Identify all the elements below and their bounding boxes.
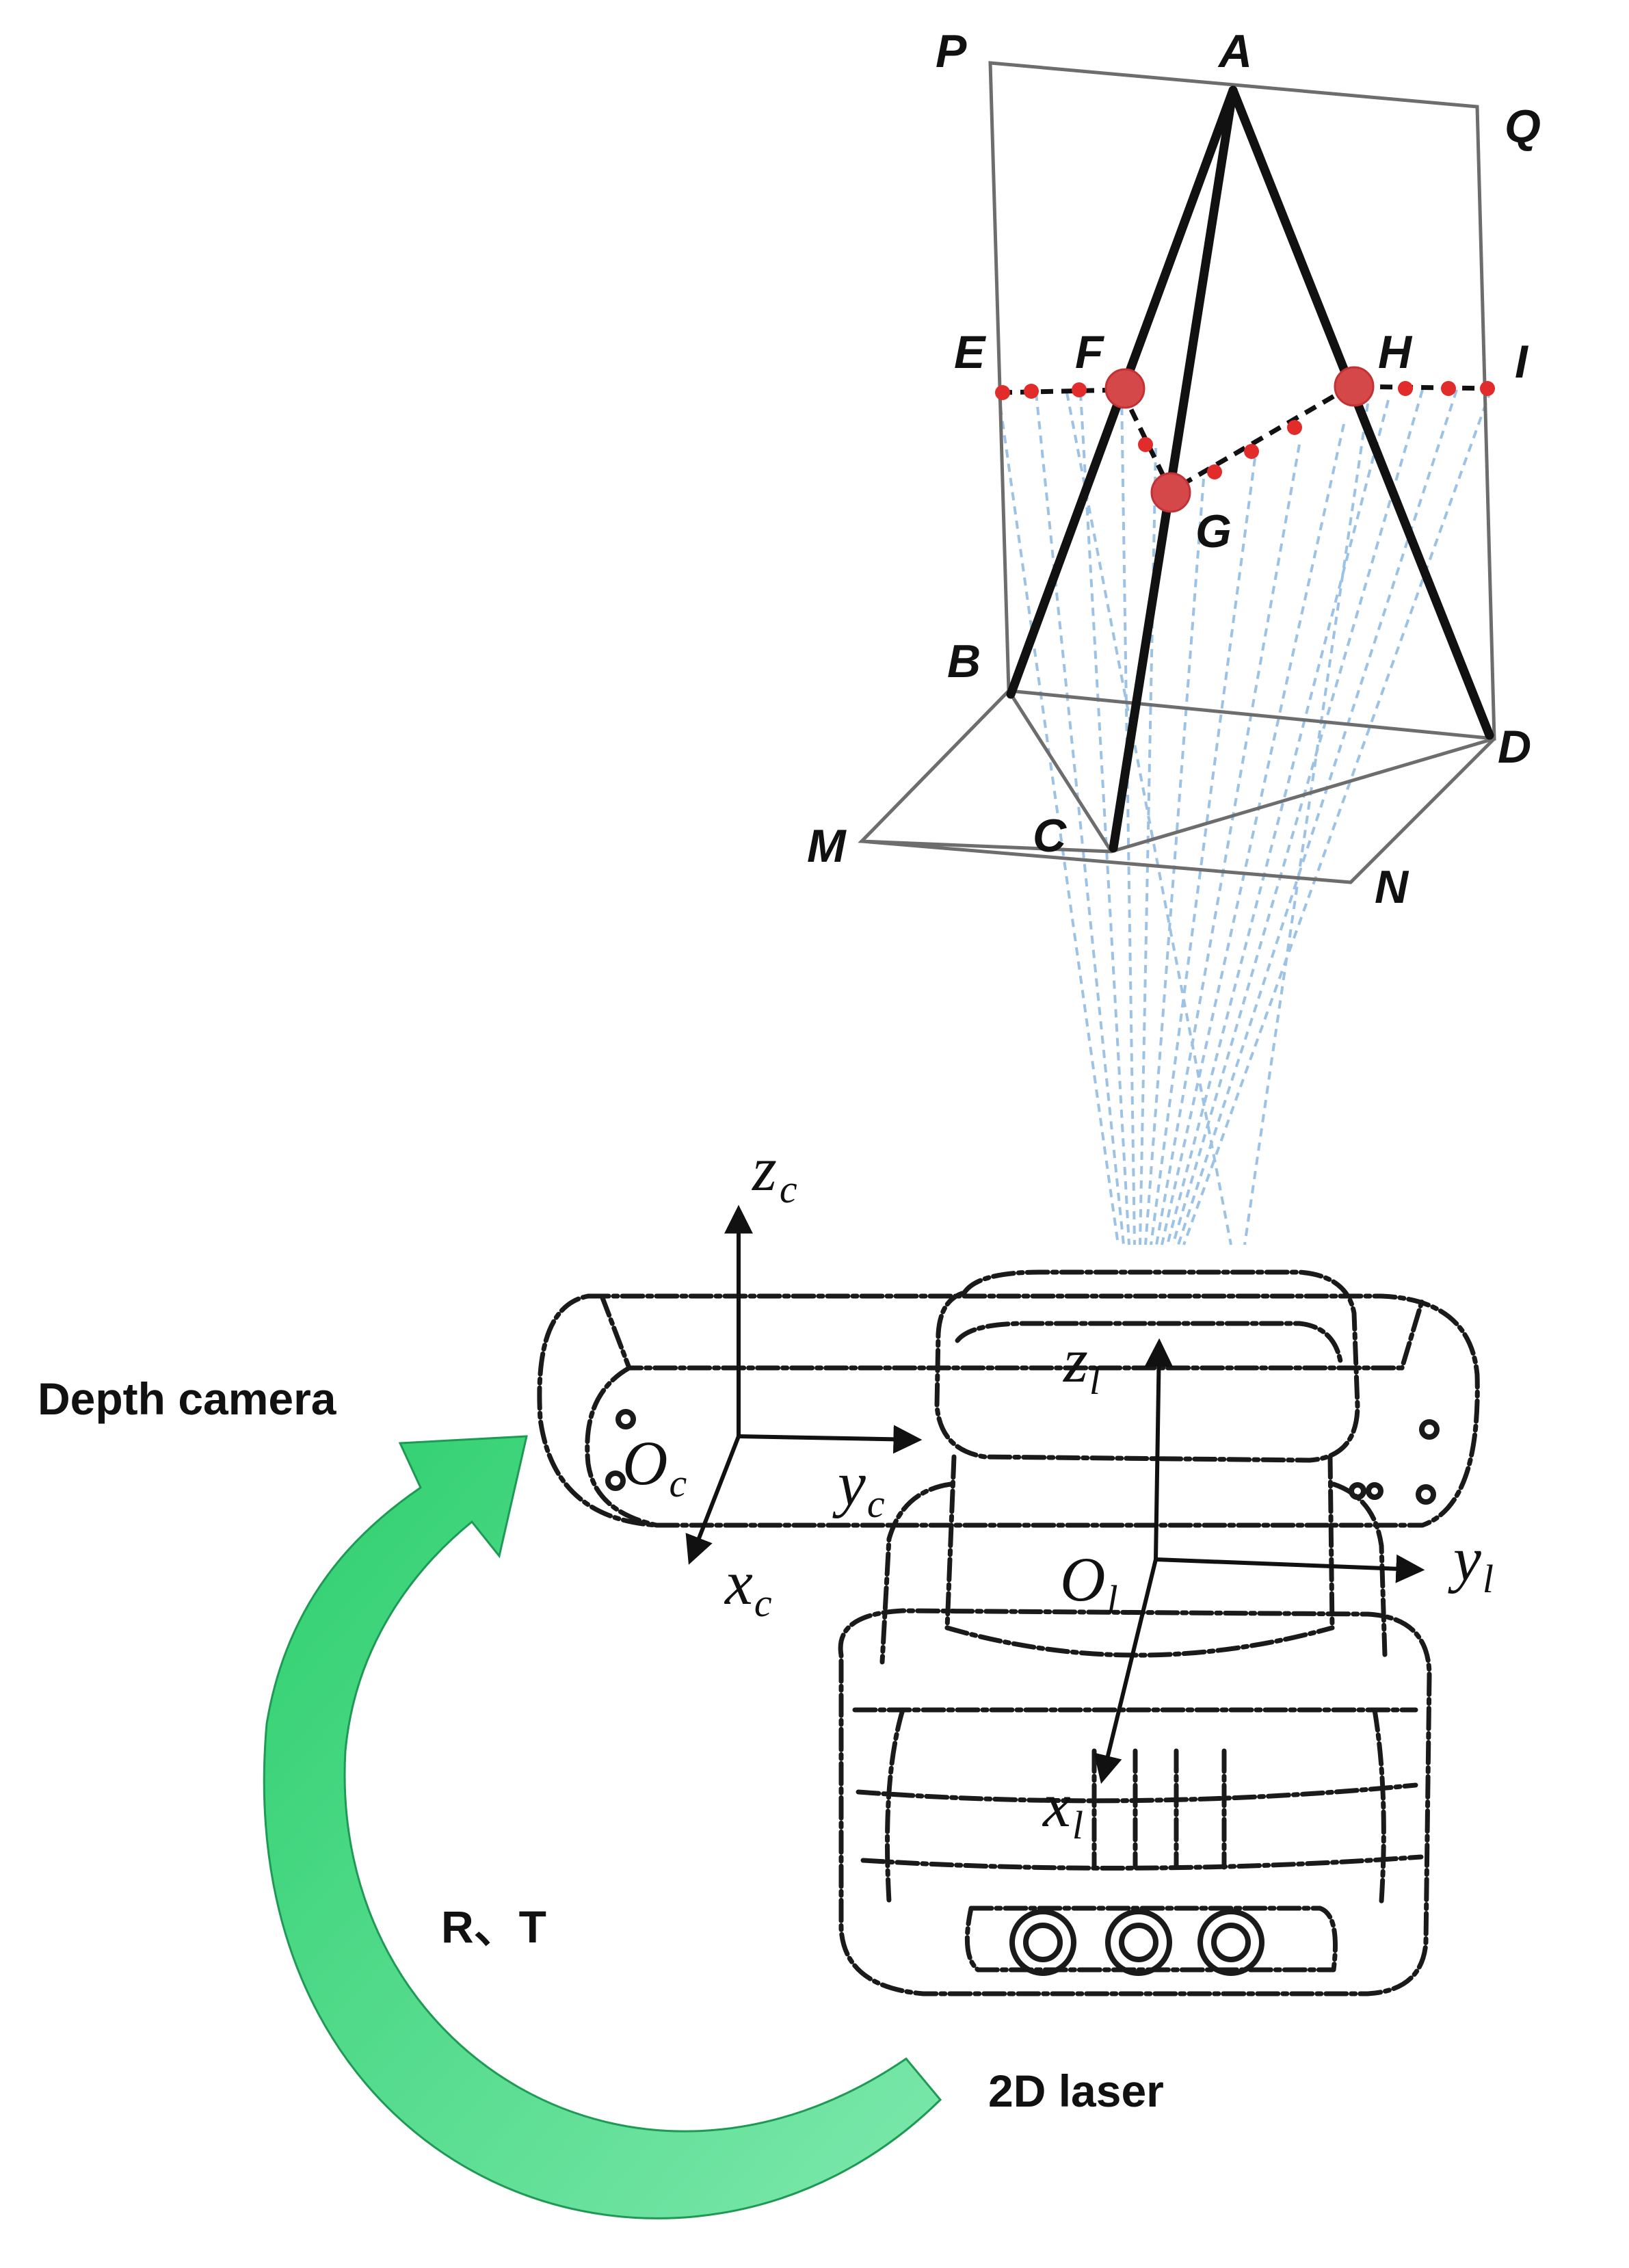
- scan-points: [995, 366, 1495, 513]
- laser-y-axis: [1155, 1554, 1425, 1583]
- label-D: D: [1498, 721, 1531, 773]
- camera-origin-label: Oc: [622, 1428, 687, 1505]
- target-frame: [858, 61, 1496, 884]
- laser-x-label: xl: [1042, 1770, 1083, 1847]
- laser-z-label: zl: [1062, 1326, 1100, 1403]
- label-G: G: [1195, 505, 1232, 557]
- camera-y-axis: [738, 1425, 923, 1454]
- laser-z-axis: [1144, 1338, 1174, 1560]
- label-F: F: [1075, 326, 1104, 378]
- laser-y-label: yl: [1448, 1524, 1494, 1601]
- sensor-sketch: zc Oc yc xc zl Ol yl xl: [537, 1134, 1494, 1996]
- vertex-labels: P A Q E F H I G B D M C N: [807, 25, 1541, 913]
- label-E: E: [954, 326, 987, 378]
- captions: Depth camera R、T 2D laser: [38, 1373, 1164, 2116]
- label-B: B: [947, 635, 981, 687]
- label-M: M: [807, 820, 847, 872]
- feature-point-F: [1104, 368, 1145, 409]
- feature-point-H: [1334, 366, 1375, 407]
- laser-caption: 2D laser: [988, 2066, 1164, 2116]
- feature-point-G: [1150, 472, 1191, 513]
- camera-x-label: xc: [724, 1548, 772, 1625]
- label-I: I: [1515, 336, 1529, 388]
- label-N: N: [1375, 861, 1409, 913]
- label-Q: Q: [1505, 101, 1541, 153]
- camera-x-axis: [685, 1435, 741, 1565]
- depth-camera-caption: Depth camera: [38, 1373, 337, 1424]
- laser-scanner-body: [838, 1269, 1432, 1996]
- label-P: P: [936, 25, 967, 77]
- rt-caption: R、T: [441, 1901, 546, 1952]
- laser-axes: zl Ol yl xl: [1042, 1326, 1494, 1847]
- camera-z-label: zc: [751, 1134, 797, 1211]
- label-A: A: [1217, 25, 1252, 77]
- calibration-target: P A Q E F H I G B D M C N: [807, 25, 1541, 1245]
- label-C: C: [1033, 810, 1067, 862]
- rt-curved-arrow: [263, 1435, 942, 2219]
- laser-origin-label: Ol: [1060, 1544, 1118, 1622]
- label-H: H: [1378, 326, 1413, 378]
- laser-x-axis: [1094, 1559, 1158, 1784]
- camera-y-label: yc: [832, 1449, 885, 1526]
- transform-arrow: [263, 1435, 942, 2219]
- laser-rays: [997, 389, 1492, 1245]
- scan-line: [999, 384, 1492, 495]
- camera-axes: zc Oc yc xc: [622, 1134, 923, 1625]
